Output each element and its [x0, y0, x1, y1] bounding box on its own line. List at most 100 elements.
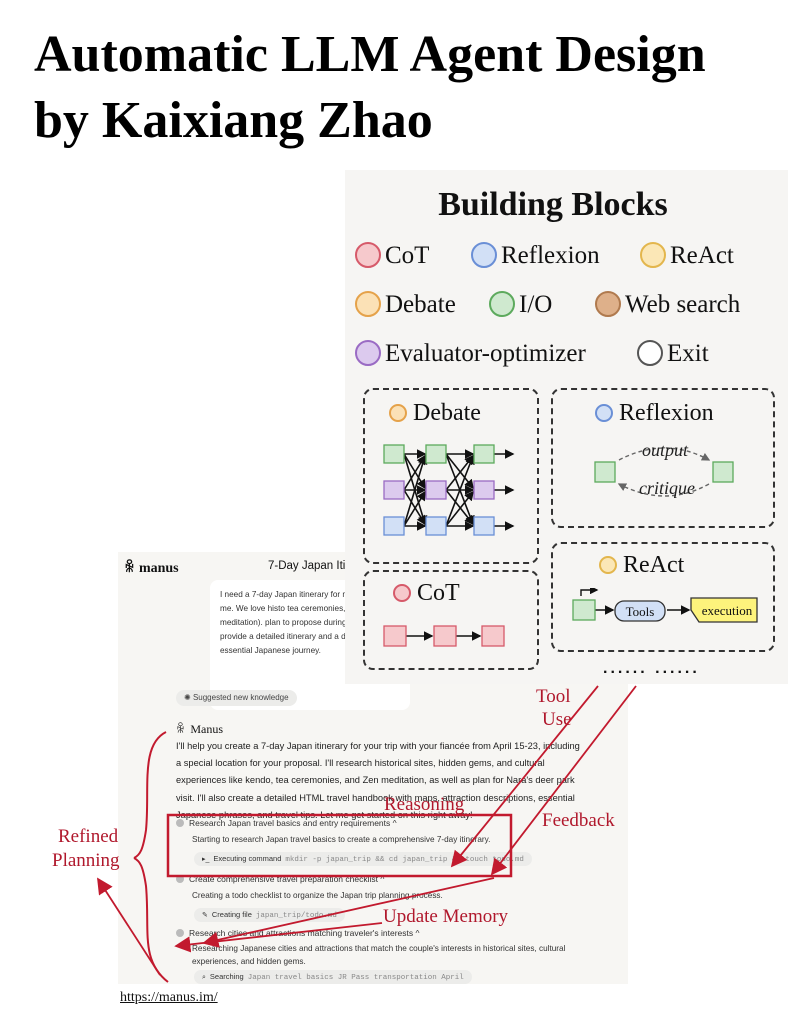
- evaluator-node: [383, 480, 405, 500]
- reflexion-icon: [471, 242, 497, 268]
- legend-cot: CoT: [355, 242, 429, 270]
- reflexion-nodes: [594, 461, 734, 483]
- step-3-title[interactable]: Research cities and attractions matching…: [176, 928, 420, 938]
- io-node: [594, 461, 616, 483]
- update-memory-label: Update Memory: [383, 906, 509, 927]
- reflexion-node: [425, 516, 447, 536]
- cot-node: [383, 625, 407, 647]
- title-line-1: Automatic LLM Agent Design: [34, 26, 706, 83]
- debate-connections: [403, 449, 515, 531]
- refined-planning-label-2: Planning: [52, 850, 120, 871]
- status-dot-icon: [176, 819, 184, 827]
- react-labels: Tools execution: [626, 603, 753, 619]
- source-link[interactable]: https://manus.im/: [120, 990, 218, 1005]
- step-1-desc: Starting to research Japan travel basics…: [192, 835, 491, 844]
- cot-chain: [383, 625, 505, 647]
- refined-planning-brace: [133, 731, 169, 983]
- evaluator-node: [425, 480, 447, 500]
- evaluator-node: [473, 480, 495, 500]
- status-dot-icon: [176, 929, 184, 937]
- reflexion-box-title: Reflexion: [595, 400, 714, 427]
- legend-websearch: Web search: [595, 291, 740, 319]
- reflexion-node: [473, 516, 495, 536]
- debate-icon: [389, 404, 407, 422]
- debate-box-title: Debate: [389, 400, 481, 427]
- execution-label: execution: [702, 603, 753, 618]
- io-node: [383, 444, 405, 464]
- thread-title[interactable]: 7-Day Japan Itiner: [268, 560, 362, 572]
- refined-planning-arrow: [97, 877, 161, 976]
- io-icon: [489, 291, 515, 317]
- tools-node: [614, 600, 666, 622]
- step-3-desc: Researching Japanese cities and attracti…: [192, 944, 566, 953]
- react-icon: [640, 242, 666, 268]
- cot-node: [433, 625, 457, 647]
- react-flow: Tools execution: [572, 588, 758, 623]
- react-box-title: ReAct: [599, 552, 684, 579]
- brace-lower: [133, 857, 169, 983]
- legend-exit: Exit: [637, 340, 709, 368]
- reflexion-box: [551, 388, 775, 528]
- reasoning-label: Reasoning: [384, 794, 465, 815]
- debate-column-2: [425, 444, 447, 536]
- manus-logo-icon: ꆜ: [176, 722, 186, 736]
- debate-nodes: [383, 444, 495, 536]
- building-blocks-panel: Building Blocks CoT Reflexion ReAct Deba…: [345, 170, 788, 684]
- suggested-knowledge-chip[interactable]: ✺ Suggested new knowledge: [176, 690, 297, 706]
- cot-icon: [355, 242, 381, 268]
- reasoning-highlight-box: [166, 813, 513, 878]
- tool-use-label-1: Tool: [536, 686, 571, 707]
- cot-box-title: CoT: [393, 580, 460, 607]
- reflexion-node: [383, 516, 405, 536]
- legend-react: ReAct: [640, 242, 734, 270]
- brace-upper: [133, 731, 167, 859]
- step-1-title[interactable]: Research Japan travel basics and entry r…: [176, 818, 397, 828]
- websearch-icon: [595, 291, 621, 317]
- reflexion-arrows: [617, 447, 711, 497]
- search-icon: ⌕: [202, 974, 206, 981]
- tool-use-arrow: [450, 685, 599, 868]
- feedback-arrow-up: [490, 685, 637, 876]
- feedback-arrow-down: [202, 877, 495, 948]
- output-label: output: [642, 440, 689, 460]
- react-box: [551, 542, 775, 652]
- io-node: [425, 444, 447, 464]
- page-title: Automatic LLM Agent Design by Kaixiang Z…: [34, 22, 774, 154]
- edit-icon: ✎: [202, 912, 208, 919]
- debate-box: [363, 388, 539, 564]
- execution-node: [690, 597, 758, 623]
- io-node: [572, 599, 596, 621]
- building-blocks-title: Building Blocks: [438, 186, 668, 223]
- cot-box: [363, 570, 539, 670]
- tool-use-label-2: Use: [542, 709, 572, 730]
- debate-icon: [355, 291, 381, 317]
- debate-column-1: [383, 444, 405, 536]
- legend-reflexion: Reflexion: [471, 242, 600, 270]
- exit-icon: [637, 340, 663, 366]
- debate-column-3: [473, 444, 495, 536]
- react-icon: [599, 556, 617, 574]
- legend-evaluator: Evaluator-optimizer: [355, 340, 586, 368]
- annotation-arrows: [97, 685, 637, 976]
- cot-icon: [393, 584, 411, 602]
- title-line-2: by Kaixiang Zhao: [34, 92, 433, 149]
- legend-debate: Debate: [355, 291, 456, 319]
- reflexion-icon: [595, 404, 613, 422]
- status-dot-icon: [176, 875, 184, 883]
- step-2-desc: Creating a todo checklist to organize th…: [192, 891, 443, 900]
- react-arrows: [580, 588, 691, 615]
- legend-io: I/O: [489, 291, 552, 319]
- evaluator-icon: [355, 340, 381, 366]
- step-2-title[interactable]: Create comprehensive travel preparation …: [176, 874, 384, 884]
- manus-logo-icon: ꆜ: [124, 561, 135, 576]
- cot-nodes: [383, 625, 505, 647]
- react-nodes: [572, 597, 758, 623]
- critique-label: critique: [639, 478, 695, 498]
- debate-network: [383, 444, 515, 536]
